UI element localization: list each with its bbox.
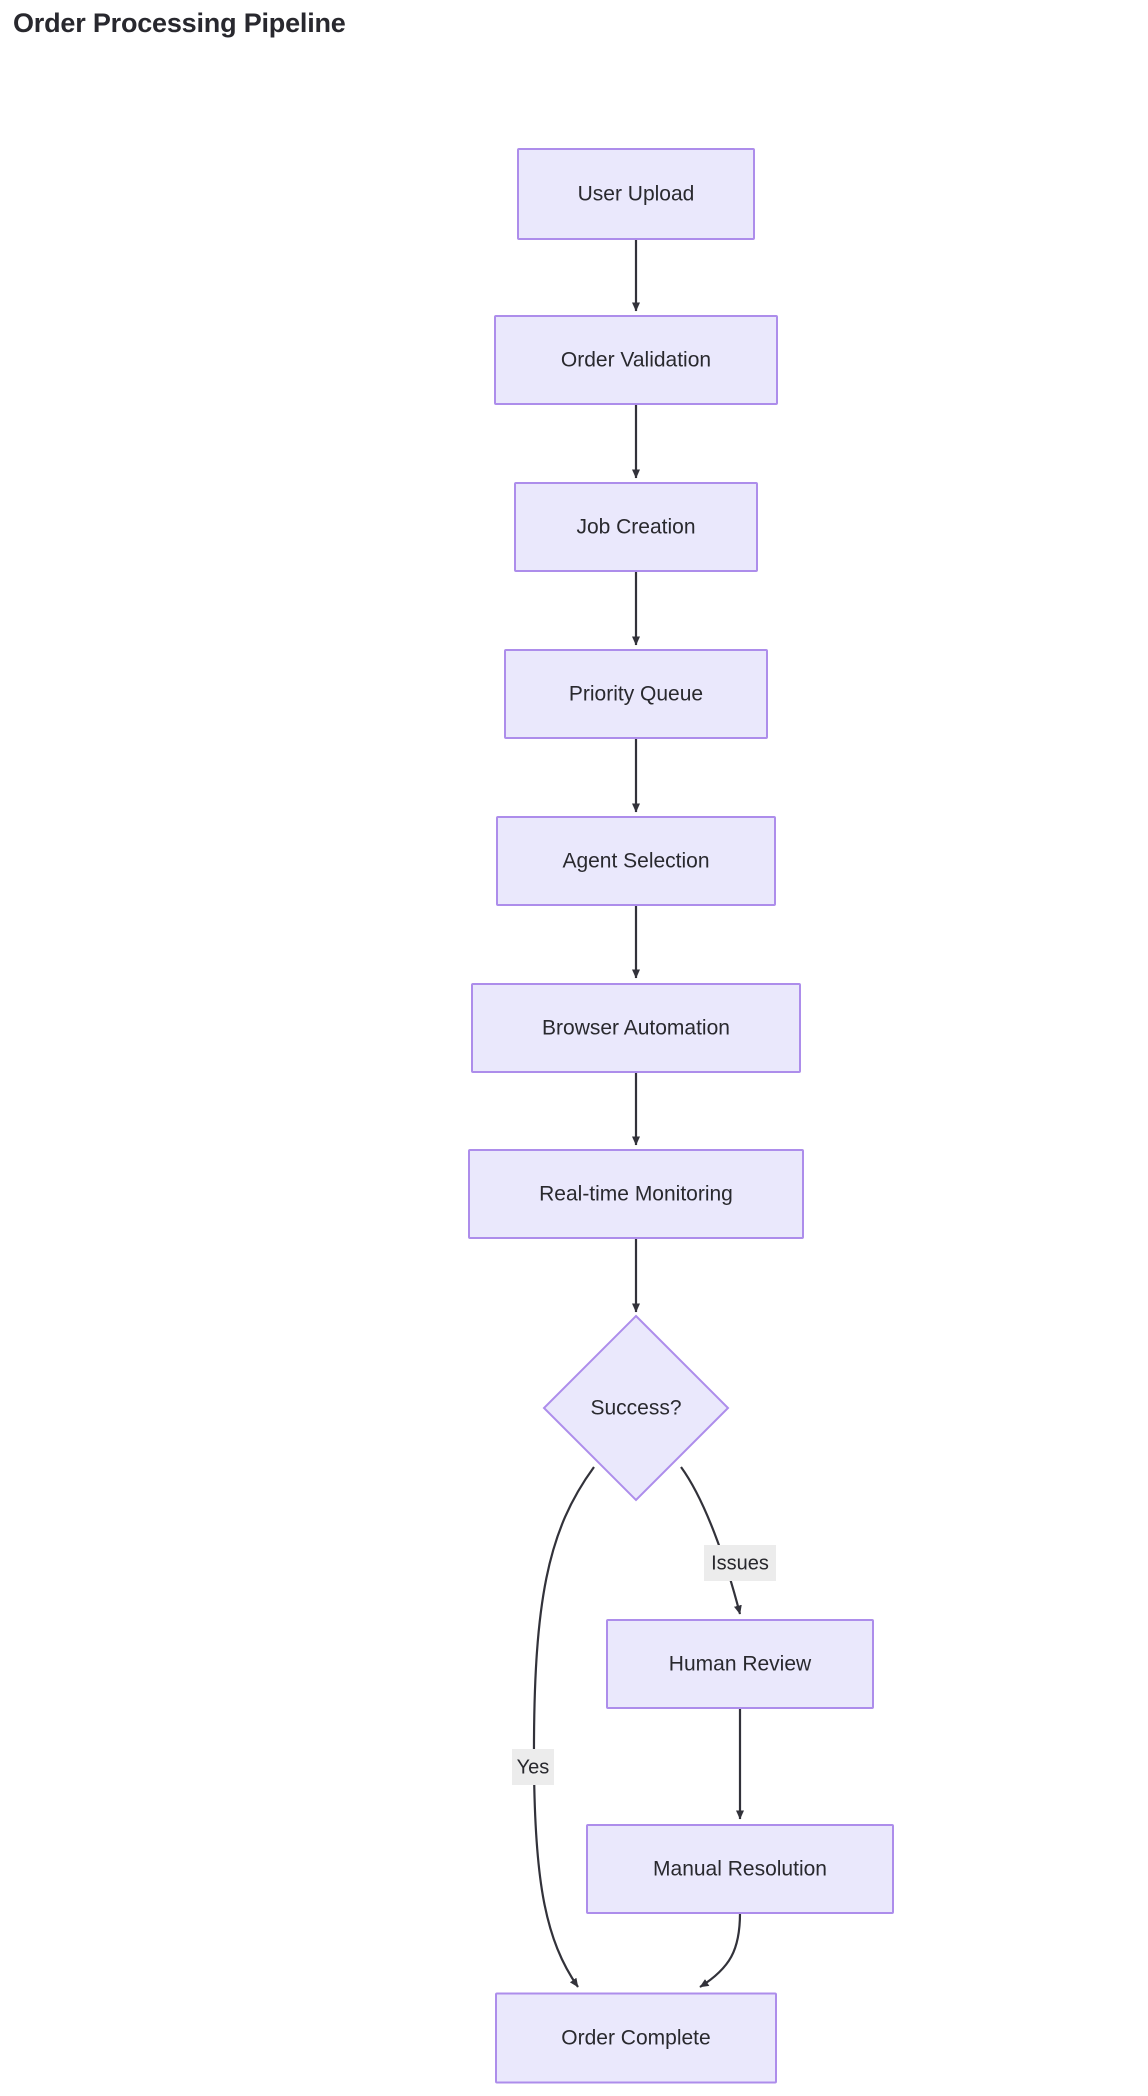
process-rect-shape: [495, 1992, 777, 2084]
node-label: Success?: [590, 1397, 681, 1420]
node-label: Real-time Monitoring: [539, 1183, 733, 1206]
decision-diamond-shape: [542, 1314, 730, 1502]
page-title: Order Processing Pipeline: [13, 8, 346, 38]
node-label: User Upload: [578, 183, 695, 206]
process-rect-shape: [586, 1824, 894, 1914]
node-label: Manual Resolution: [653, 1858, 827, 1881]
process-rect-shape: [504, 649, 768, 739]
process-rect-shape: [514, 482, 758, 572]
node-order_validation[interactable]: Order Validation: [494, 315, 778, 405]
node-job_creation[interactable]: Job Creation: [514, 482, 758, 572]
node-agent_selection[interactable]: Agent Selection: [496, 816, 776, 906]
node-human_review[interactable]: Human Review: [606, 1619, 874, 1709]
edge-label-background: [512, 1749, 554, 1785]
node-label: Order Validation: [561, 349, 711, 372]
edge-label-success-to-human_review: Issues: [704, 1545, 776, 1581]
edge-label-text: Yes: [517, 1756, 550, 1778]
edges-layer: [532, 239, 744, 1988]
node-label: Human Review: [669, 1653, 812, 1676]
node-label: Job Creation: [576, 516, 695, 539]
node-label: Agent Selection: [562, 850, 709, 873]
edge-label-background: [704, 1545, 776, 1581]
process-rect-shape: [517, 148, 755, 240]
process-rect-shape: [496, 816, 776, 906]
node-manual_resolution[interactable]: Manual Resolution: [586, 1824, 894, 1914]
node-order_complete[interactable]: Order Complete: [495, 1992, 777, 2084]
edge-label-text: Issues: [711, 1552, 769, 1574]
edge-success-to-order_complete: [532, 1466, 595, 1988]
node-label: Priority Queue: [569, 683, 703, 706]
edge-success-to-human_review: [680, 1466, 742, 1615]
node-user_upload[interactable]: User Upload: [517, 148, 755, 240]
node-browser_automation[interactable]: Browser Automation: [471, 983, 801, 1073]
node-realtime_monitoring[interactable]: Real-time Monitoring: [468, 1149, 804, 1239]
node-label: Browser Automation: [542, 1017, 730, 1040]
node-priority_queue[interactable]: Priority Queue: [504, 649, 768, 739]
edge-labels-layer: Yes Issues: [512, 1545, 776, 1785]
node-success[interactable]: Success?: [542, 1314, 730, 1502]
process-rect-shape: [606, 1619, 874, 1709]
process-rect-shape: [494, 315, 778, 405]
node-label: Order Complete: [561, 2027, 710, 2050]
process-rect-shape: [468, 1149, 804, 1239]
edge-manual_resolution-to-order_complete: [699, 1912, 742, 1988]
process-rect-shape: [471, 983, 801, 1073]
edge-label-success-to-order_complete: Yes: [512, 1749, 554, 1785]
